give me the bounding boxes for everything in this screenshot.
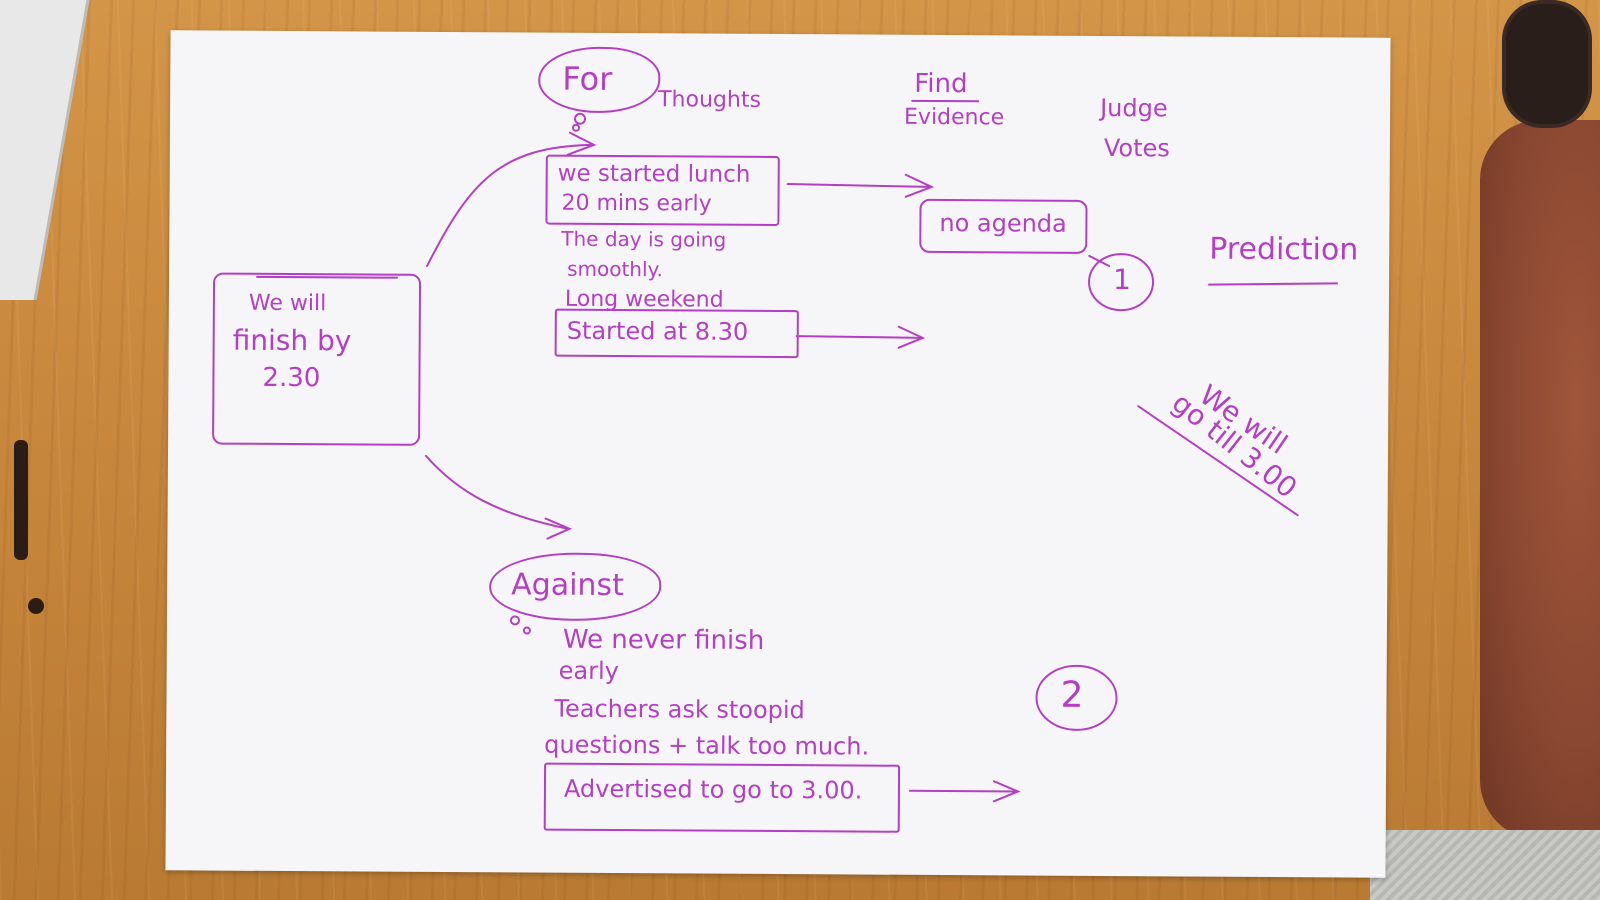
for-evidence-2: Started at 8.30 bbox=[567, 319, 749, 344]
arrow-evidence-2 bbox=[797, 336, 921, 338]
arrowhead-for bbox=[568, 133, 594, 155]
prediction-label: Prediction bbox=[1209, 235, 1358, 266]
against-cloud-tail-1 bbox=[511, 616, 519, 624]
claim-line-3: 2.30 bbox=[262, 365, 320, 391]
vote-2: 2 bbox=[1060, 678, 1083, 714]
arrow-evidence-1 bbox=[788, 184, 930, 187]
claim-line-2: finish by bbox=[233, 327, 352, 356]
against-note-2-line-2: questions + talk too much. bbox=[544, 733, 869, 759]
against-label: Against bbox=[511, 570, 624, 601]
arrow-against-evidence bbox=[910, 791, 1016, 792]
for-note-1-line-2: smoothly. bbox=[567, 259, 663, 280]
thoughts-label: Thoughts bbox=[658, 89, 761, 112]
no-agenda-label: no agenda bbox=[939, 211, 1067, 236]
paper-sheet: We will finish by 2.30 For Thoughts we s… bbox=[165, 30, 1390, 877]
votes-label: Votes bbox=[1104, 136, 1170, 160]
against-cloud-tail-2 bbox=[524, 627, 530, 633]
for-cloud-tail-2 bbox=[573, 125, 579, 131]
for-label: For bbox=[562, 63, 612, 95]
for-evidence-1-line-1: we started lunch bbox=[558, 163, 751, 187]
against-note-2-line-1: Teachers ask stoopid bbox=[554, 697, 805, 723]
claim-line-1: We will bbox=[249, 293, 326, 315]
find-label: Find bbox=[914, 71, 967, 97]
for-cloud-tail-1 bbox=[575, 114, 585, 124]
prediction-underline bbox=[1209, 283, 1337, 286]
for-evidence-1-line-2: 20 mins early bbox=[561, 193, 711, 216]
wristwatch bbox=[1502, 0, 1592, 128]
floor-tiles bbox=[1370, 830, 1600, 900]
judge-label: Judge bbox=[1100, 96, 1168, 120]
against-note-1-line-1: We never finish bbox=[563, 627, 765, 654]
for-note-1-line-1: The day is going bbox=[561, 229, 726, 250]
against-note-1-line-2: early bbox=[559, 659, 619, 683]
vote-1: 1 bbox=[1113, 266, 1131, 294]
evidence-label: Evidence bbox=[904, 107, 1004, 130]
ink-stain bbox=[14, 440, 28, 560]
ink-spot bbox=[28, 598, 44, 614]
against-evidence: Advertised to go to 3.00. bbox=[564, 777, 862, 803]
person-arm bbox=[1480, 120, 1600, 840]
arrow-claim-to-against bbox=[426, 456, 568, 529]
